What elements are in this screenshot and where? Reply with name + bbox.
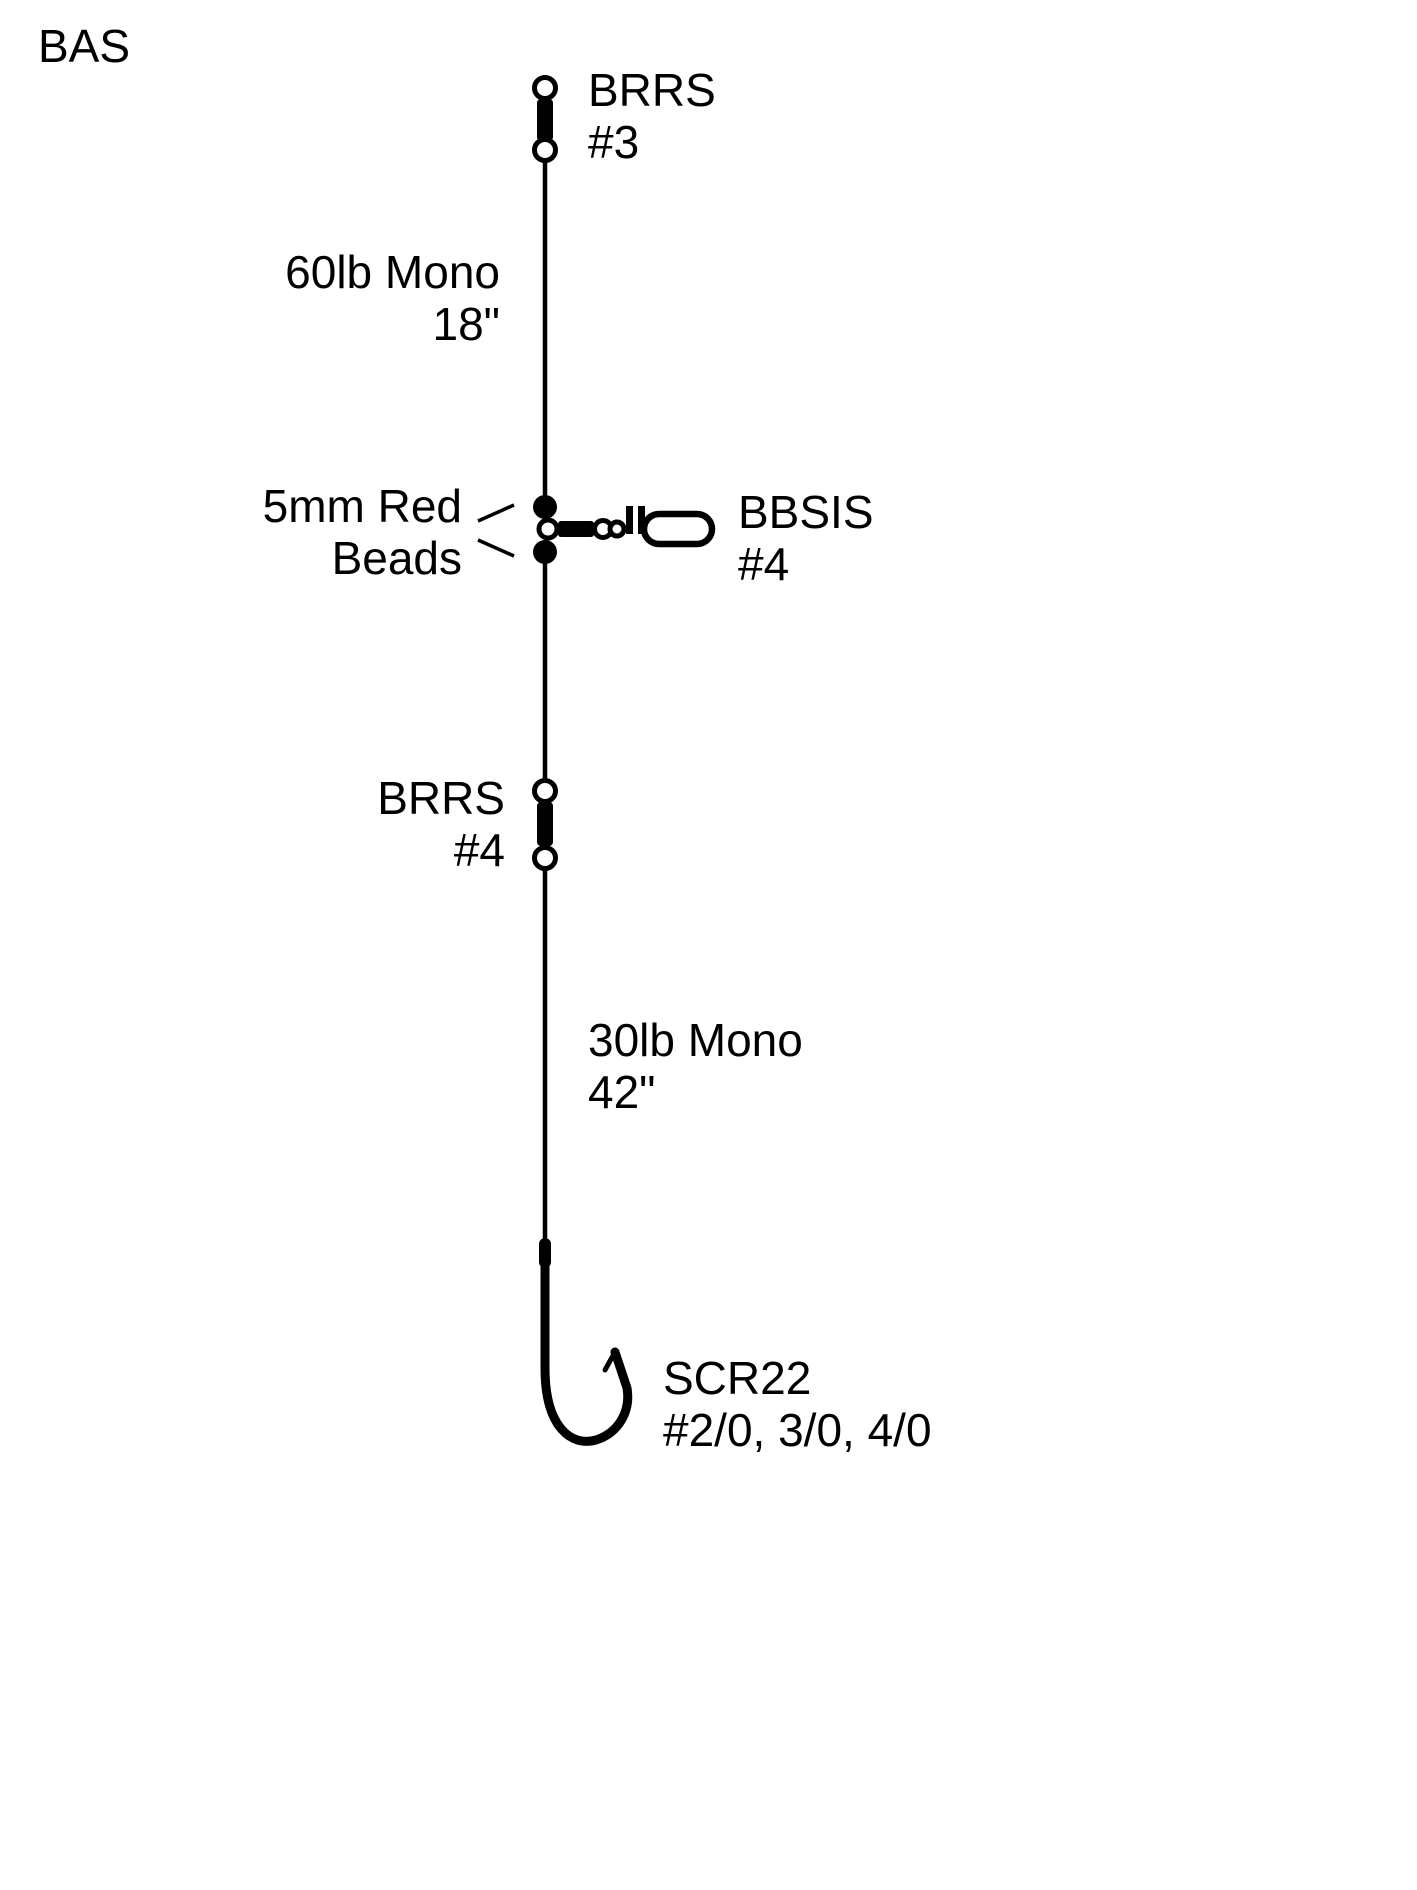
snap-swivel-ring-2 <box>607 519 627 539</box>
top-swivel-lower-ring <box>532 137 558 163</box>
top-barrel-swivel-icon <box>532 75 558 163</box>
lower-red-bead <box>533 540 557 564</box>
diagram-title: BAS <box>38 20 130 72</box>
beads-pointer-lower <box>477 538 515 558</box>
beads-and-snap-swivel-icon <box>533 495 716 564</box>
upper-red-bead <box>533 495 557 519</box>
top-swivel-upper-ring <box>532 75 558 101</box>
snap-swivel-name: BBSIS <box>738 486 874 538</box>
beads-pointer-upper <box>477 503 515 523</box>
upper-leader-length: 18" <box>433 298 501 350</box>
snap-latch-bar-2 <box>638 506 645 534</box>
hook-barb <box>602 1349 618 1373</box>
top-swivel-size: #3 <box>588 116 639 168</box>
middle-swivel-upper-ring <box>532 778 558 804</box>
hook-shank-and-bend <box>540 1247 633 1446</box>
middle-swivel-name: BRRS <box>377 772 505 824</box>
snap-swivel-size: #4 <box>738 538 789 590</box>
middle-swivel-lower-ring <box>532 845 558 871</box>
middle-barrel-swivel-icon <box>532 778 558 871</box>
snap-swivel-barrel <box>558 521 594 537</box>
top-swivel-body <box>537 99 553 141</box>
middle-swivel-body <box>537 802 553 846</box>
snap-loop <box>640 510 716 548</box>
middle-swivel-size: #4 <box>454 824 505 876</box>
top-swivel-name: BRRS <box>588 64 716 116</box>
lower-leader-length: 42" <box>588 1066 656 1118</box>
beads-label-line1: 5mm Red <box>263 480 462 532</box>
snap-latch-bar-1 <box>626 506 633 534</box>
hook-sizes: #2/0, 3/0, 4/0 <box>663 1404 932 1456</box>
hook-name: SCR22 <box>663 1352 811 1404</box>
beads-label-line2: Beads <box>332 532 462 584</box>
hook-icon <box>539 1238 633 1446</box>
snap-swivel-eye <box>536 517 560 541</box>
lower-leader-material: 30lb Mono <box>588 1014 803 1066</box>
upper-leader-material: 60lb Mono <box>285 246 500 298</box>
